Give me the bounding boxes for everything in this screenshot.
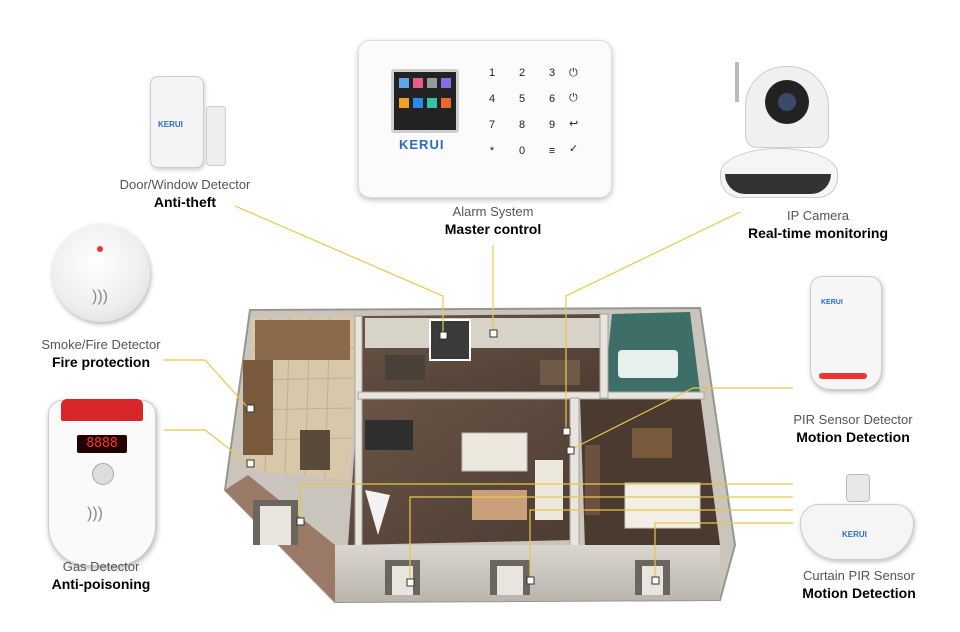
ip-camera-label: IP Camera Real-time monitoring <box>725 208 911 241</box>
gas-test-button[interactable] <box>92 463 114 485</box>
curtain-logo: KERUI <box>842 530 867 539</box>
pir-sensor-image: KERUI <box>810 276 882 390</box>
curtain-pir-image: KERUI <box>798 474 916 564</box>
pir-sensor-role: Motion Detection <box>796 429 910 445</box>
key-7[interactable]: 7 <box>488 119 496 131</box>
alarm-system-name: Alarm System <box>452 204 534 219</box>
key-menu[interactable]: ≡ <box>548 145 556 157</box>
gas-sound-icon: ))) <box>87 505 103 522</box>
pir-sensor-label: PIR Sensor Detector Motion Detection <box>760 412 946 445</box>
gas-display: 8888 <box>77 435 127 453</box>
key-star[interactable]: * <box>489 145 495 157</box>
door-window-label: Door/Window Detector Anti-theft <box>92 177 278 210</box>
curtain-pir-label: Curtain PIR Sensor Motion Detection <box>766 568 952 601</box>
alarm-system-label: Alarm System Master control <box>400 204 586 237</box>
panel-brand-logo: KERUI <box>399 137 445 152</box>
door-detector-logo: KERUI <box>158 120 183 129</box>
key-5[interactable]: 5 <box>518 93 526 105</box>
key-4[interactable]: 4 <box>488 93 496 105</box>
smoke-sound-icon: ))) <box>92 288 108 305</box>
sensor-markers <box>246 329 660 587</box>
arm-icon[interactable]: ⏻ <box>569 67 578 79</box>
keypad: 1 2 3 4 5 6 7 8 9 * 0 ≡ <box>477 67 583 157</box>
curtain-pir-name: Curtain PIR Sensor <box>803 568 915 583</box>
gas-label: Gas Detector Anti-poisoning <box>8 559 194 592</box>
kitchen-cabinets <box>255 320 350 360</box>
key-0[interactable]: 0 <box>518 145 526 157</box>
smoke-detector-image: ))) <box>52 224 150 322</box>
back-icon[interactable]: ↩ <box>569 118 579 130</box>
door-window-role: Anti-theft <box>153 194 217 210</box>
smoke-fire-label: Smoke/Fire Detector Fire protection <box>8 337 194 370</box>
key-6[interactable]: 6 <box>548 93 556 105</box>
curtain-pir-role: Motion Detection <box>802 585 916 601</box>
gas-name: Gas Detector <box>62 559 140 574</box>
door-window-detector-image: KERUI <box>150 76 230 168</box>
gas-role: Anti-poisoning <box>51 576 151 592</box>
connector-lines <box>164 205 793 582</box>
smoke-fire-name: Smoke/Fire Detector <box>41 337 161 352</box>
alarm-panel: KERUI 1 2 3 4 5 6 7 8 9 * 0 ≡ ⏻ ⏻ ↩ ✓ <box>358 40 612 198</box>
door-window-name: Door/Window Detector <box>119 177 251 192</box>
pir-logo: KERUI <box>821 299 843 306</box>
confirm-icon[interactable]: ✓ <box>569 143 579 155</box>
ip-camera-name: IP Camera <box>787 208 849 223</box>
key-8[interactable]: 8 <box>518 119 526 131</box>
panel-screen <box>391 69 459 133</box>
key-3[interactable]: 3 <box>548 67 556 79</box>
ip-camera-image <box>715 62 840 200</box>
gas-detector-image: 8888 ))) <box>48 399 156 566</box>
smoke-fire-role: Fire protection <box>51 354 150 370</box>
key-1[interactable]: 1 <box>488 67 496 79</box>
key-2[interactable]: 2 <box>518 67 526 79</box>
ip-camera-role: Real-time monitoring <box>747 225 888 241</box>
home-arm-icon[interactable]: ⏻ <box>569 92 578 104</box>
alarm-system-role: Master control <box>444 221 542 237</box>
key-9[interactable]: 9 <box>548 119 556 131</box>
pir-sensor-name: PIR Sensor Detector <box>793 412 913 427</box>
